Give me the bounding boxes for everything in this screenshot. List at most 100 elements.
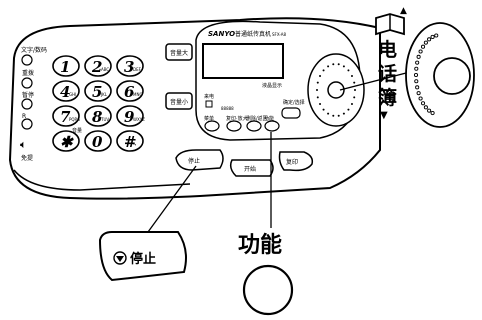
volume-down-button[interactable] (165, 92, 193, 110)
big-dial-dot (434, 33, 439, 38)
brand-logo: SANYO (208, 30, 235, 38)
side-label-top: 文字/数码 (21, 46, 47, 54)
dial-dot (342, 112, 345, 115)
key-digit: 4 (60, 83, 70, 101)
func-button-label: 删除/返回 (246, 115, 268, 122)
dial-dot (316, 81, 319, 84)
key-letters: · (69, 142, 70, 147)
stop-button-label: 停止 (188, 157, 200, 165)
phonebook-dial[interactable] (307, 53, 365, 127)
leader-dial (339, 71, 411, 91)
big-dial-dot (423, 40, 428, 45)
key-digit: ✱ (60, 133, 74, 151)
big-dial-dot (416, 54, 421, 59)
func-button-1[interactable]: 菜单 (204, 115, 220, 132)
key-1[interactable]: 1 (52, 55, 80, 77)
key-11[interactable]: 0 (84, 130, 112, 152)
confirm-label: 确定/选择 (283, 99, 305, 106)
leader-stop (147, 165, 197, 233)
dial-dot (337, 114, 340, 117)
key-digit: 6 (124, 83, 135, 101)
indicator-label: 来电 (204, 93, 214, 100)
key-letters: MNO (133, 92, 143, 97)
stop-icon (113, 251, 127, 265)
speaker-icon[interactable]: 🔈︎ (20, 138, 27, 151)
big-dial-dot (415, 85, 420, 90)
side-button-1[interactable] (21, 54, 33, 66)
key-digit: 8 (92, 108, 103, 126)
dial-dot (319, 103, 322, 106)
stop-callout-key (98, 231, 187, 282)
stop-button[interactable] (175, 149, 224, 171)
big-dial-dot (413, 72, 419, 78)
key-digit: 0 (92, 133, 103, 151)
big-dial-dot (414, 79, 419, 84)
func-button-2[interactable]: 复印·放大 (226, 115, 248, 132)
copy-button[interactable] (278, 151, 314, 172)
side-button-4[interactable] (21, 118, 33, 130)
confirm-button[interactable] (281, 107, 301, 119)
arrow-up-icon: ▲ (400, 6, 407, 16)
big-dial-dot (420, 44, 426, 49)
fax-body-lip (13, 169, 191, 191)
model-code: SFX-A8 (272, 32, 286, 37)
fax-body-outline (8, 17, 381, 200)
side-button-2[interactable] (21, 77, 33, 89)
big-dial-dot (414, 66, 419, 71)
big-dial-dot (430, 110, 435, 116)
side-button-3[interactable] (21, 98, 33, 110)
big-dial-dot (427, 108, 432, 113)
dial-dot (353, 96, 356, 99)
volume-up-button[interactable] (165, 43, 193, 61)
key-letters: → (133, 142, 137, 147)
dial-dot (342, 65, 345, 68)
lcd-display (202, 43, 284, 79)
key-letters: TUV (100, 117, 109, 122)
key-letters: DEF (133, 67, 142, 72)
dial-dot (322, 69, 325, 72)
copy-button-label: 复印 (286, 158, 298, 166)
dial-dot (327, 65, 330, 68)
key-letters: JKL (100, 92, 108, 97)
function-callout-label: 功能 (238, 232, 282, 258)
dial-dot (353, 81, 356, 84)
key-digit: # (124, 133, 137, 151)
function-button-row: 菜单复印·放大删除/返回功能 (204, 115, 280, 132)
keypad-marker: 音量 (72, 127, 82, 134)
func-button-3[interactable]: 删除/返回 (246, 115, 268, 132)
key-digit: 3 (124, 58, 134, 76)
big-dial-dot (418, 49, 423, 54)
number-readout: 88888 (221, 106, 234, 111)
key-10[interactable]: ✱· (52, 130, 80, 152)
big-dial-dot (430, 34, 435, 40)
volume-up-label: 音量大 (170, 49, 188, 57)
dial-dot (350, 74, 353, 77)
start-button[interactable] (229, 159, 274, 177)
phonebook-char-3: 簿 (378, 86, 397, 109)
indicator-lamp (205, 100, 213, 108)
key-letters: GHI (69, 92, 76, 97)
side-label-second: 重拨 (22, 69, 34, 77)
book-icon (375, 13, 405, 36)
func-button-label: 功能 (264, 115, 274, 122)
key-digit: 7 (60, 108, 71, 126)
dial-dot (347, 108, 350, 111)
key-digit: 5 (92, 83, 102, 101)
func-button-4[interactable]: 功能 (264, 115, 280, 132)
key-letters: PQRS (69, 117, 80, 122)
dial-dot (322, 108, 325, 111)
key-12[interactable]: #→ (116, 130, 144, 152)
arrow-down-icon: ▼ (380, 110, 388, 121)
volume-down-label: 音量小 (170, 98, 188, 106)
start-button-label: 开始 (244, 165, 256, 173)
big-dial-dot (423, 105, 428, 110)
